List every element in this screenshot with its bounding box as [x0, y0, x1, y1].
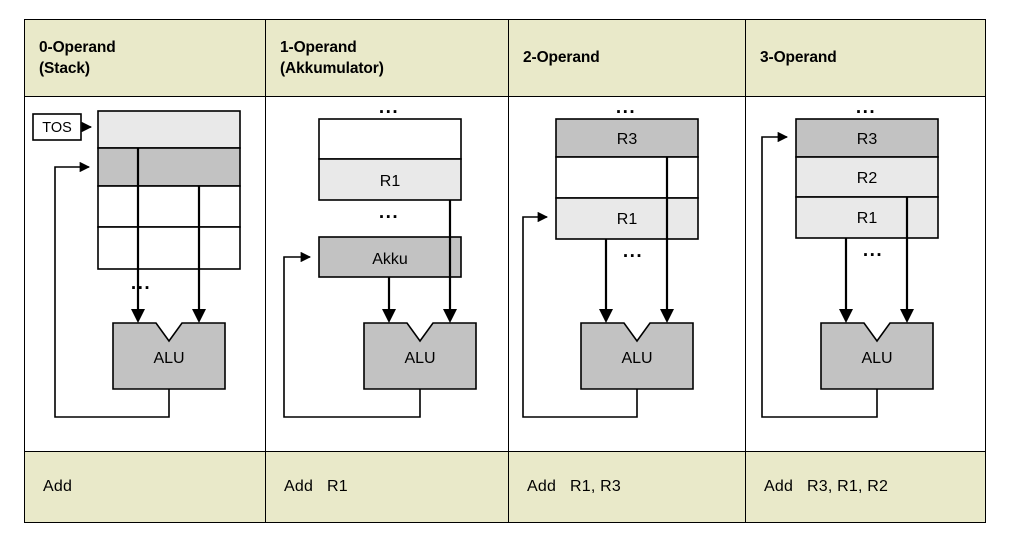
rf3-operand-arrowhead-b	[900, 309, 914, 323]
stack-cell-3	[97, 226, 241, 270]
diagram-cell-three-operand: ... R3 R2 R1	[745, 96, 986, 452]
header-cell-one-operand: 1-Operand (Akkumulator)	[265, 19, 509, 97]
stack-operand-arrowhead-a	[131, 309, 145, 323]
instruction-cell-one-operand: Add R1	[265, 451, 509, 523]
rf2-operand-arrowhead-b	[660, 309, 674, 323]
akku-register	[318, 236, 462, 278]
header-label-zero-operand: 0-Operand (Stack)	[39, 38, 116, 77]
rf3-label-r2: R2	[857, 170, 878, 187]
stack-cell-0	[97, 110, 241, 149]
alu-label: ALU	[621, 350, 652, 367]
table-header-row: 0-Operand (Stack) 1-Operand (Akkumulator…	[24, 19, 986, 97]
rf2-cell-r3	[555, 118, 699, 158]
acc-reg-cell-1	[318, 158, 462, 201]
header-label-three-operand: 3-Operand	[760, 49, 837, 67]
alu-block	[820, 322, 934, 390]
acc-reg-label-r1: R1	[380, 173, 401, 190]
tos-label: TOS	[42, 120, 72, 136]
akku-label: Akku	[372, 251, 408, 268]
stack-operand-arrowhead-b	[192, 309, 206, 323]
stack-cell-2	[97, 185, 241, 228]
tos-pointer-box	[32, 113, 82, 141]
header-cell-three-operand: 3-Operand	[745, 19, 986, 97]
accumulator-diagram: ... R1 ... Akku	[266, 97, 508, 451]
rf3-ellipsis-top: ...	[856, 97, 876, 118]
instruction-cell-zero-operand: Add	[24, 451, 266, 523]
diagram-cell-two-operand: ... R3 R1 ...	[508, 96, 746, 452]
stack-diagram: ...	[25, 97, 265, 451]
table-diagram-row: ...	[24, 96, 986, 452]
instruction-label-one-operand: Add R1	[284, 478, 348, 495]
rf2-label-r3: R3	[617, 131, 638, 148]
acc-reg-cell-0	[318, 118, 462, 160]
registerfile3-diagram: ... R3 R2 R1	[746, 97, 985, 451]
header-cell-two-operand: 2-Operand	[508, 19, 746, 97]
rf3-label-r1: R1	[857, 210, 878, 227]
rf3-cell-r2	[795, 156, 939, 198]
diagram-cell-one-operand: ... R1 ... Akku	[265, 96, 509, 452]
instruction-label-two-operand: Add R1, R3	[527, 478, 622, 495]
registerfile3-diagram-svg: ... R3 R2 R1	[761, 97, 939, 418]
alu-label: ALU	[404, 350, 435, 367]
rf3-label-r3: R3	[857, 131, 878, 148]
alu-block	[363, 322, 477, 390]
stack-cell-1	[97, 147, 241, 187]
alu-label: ALU	[153, 350, 184, 367]
rf2-cell-r1	[555, 197, 699, 240]
table-instruction-row: Add Add R1 Add R1, R3 Add R3, R1, R2	[24, 451, 986, 523]
acc-ellipsis-top: ...	[379, 97, 399, 118]
diagram-cell-zero-operand: ...	[24, 96, 266, 452]
operand-formats-table: 0-Operand (Stack) 1-Operand (Akkumulator…	[24, 19, 986, 523]
rf3-cell-r1	[795, 196, 939, 239]
instruction-label-three-operand: Add R3, R1, R2	[764, 478, 889, 495]
instruction-label-zero-operand: Add	[43, 478, 73, 495]
accumulator-diagram-svg: ... R1 ... Akku	[283, 97, 477, 418]
registerfile2-diagram: ... R3 R1 ...	[509, 97, 745, 451]
alu-feedback-path	[54, 161, 170, 418]
rf3-operand-arrowhead-a	[839, 309, 853, 323]
rf2-cell-blank	[555, 156, 699, 199]
instruction-cell-three-operand: Add R3, R1, R2	[745, 451, 986, 523]
alu-label: ALU	[861, 350, 892, 367]
alu-feedback-path	[761, 131, 878, 418]
stack-ellipsis: ...	[131, 273, 151, 294]
alu-block	[112, 322, 226, 390]
acc-ellipsis-bottom: ...	[379, 202, 399, 223]
alu-feedback-path	[283, 251, 421, 418]
header-label-two-operand: 2-Operand	[523, 49, 600, 67]
alu-block	[580, 322, 694, 390]
rf3-ellipsis-bottom: ...	[863, 240, 883, 261]
rf2-label-r1: R1	[617, 211, 638, 228]
rf2-ellipsis-bottom: ...	[623, 241, 643, 262]
stack-diagram-svg: ...	[32, 110, 241, 418]
header-label-one-operand: 1-Operand (Akkumulator)	[280, 38, 384, 77]
registerfile2-diagram-svg: ... R3 R1 ...	[522, 97, 699, 418]
header-cell-zero-operand: 0-Operand (Stack)	[24, 19, 266, 97]
acc-operand-arrowhead-a	[382, 309, 396, 323]
alu-feedback-path	[522, 211, 638, 418]
rf2-operand-arrowhead-a	[599, 309, 613, 323]
instruction-cell-two-operand: Add R1, R3	[508, 451, 746, 523]
rf2-ellipsis-top: ...	[616, 97, 636, 118]
acc-operand-arrowhead-b	[443, 309, 457, 323]
